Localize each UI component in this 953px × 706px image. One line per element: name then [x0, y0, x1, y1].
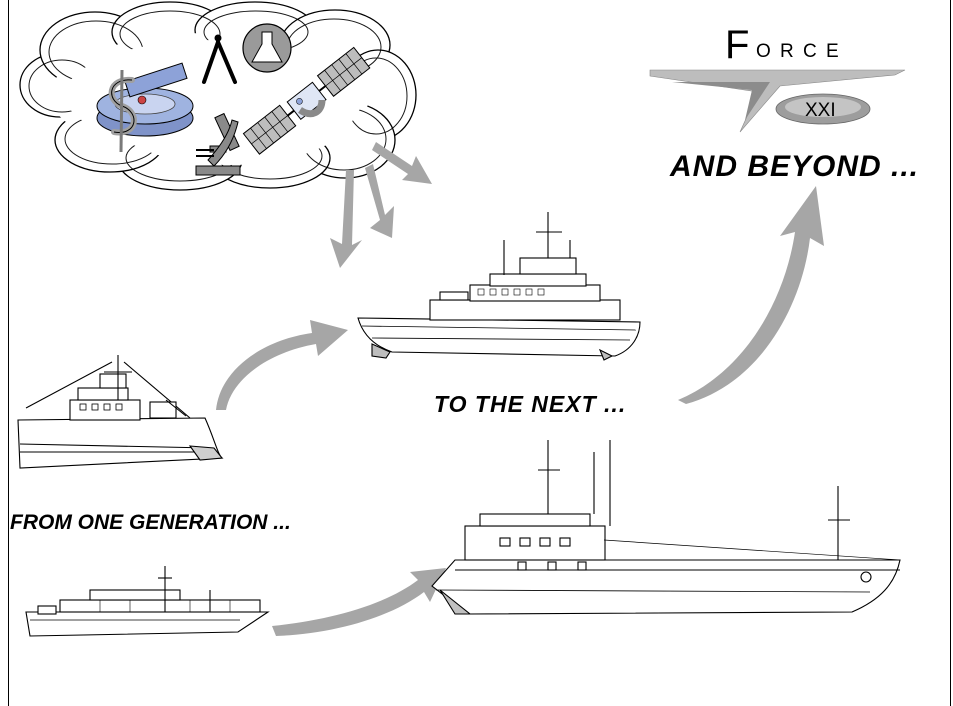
cloud-arrows [330, 142, 432, 268]
from-one-generation-caption: FROM ONE GENERATION ... [10, 511, 291, 534]
microscope-icon [195, 112, 241, 176]
logo-badge: XXI [805, 100, 836, 121]
drafting-compass-icon [202, 34, 237, 84]
frame-left-line [8, 0, 9, 706]
to-the-next-caption: TO THE NEXT ... [434, 391, 627, 417]
large-landing-ship [431, 440, 901, 615]
logo-rest-letters: O R C E [756, 41, 841, 62]
satellite-icon [242, 46, 371, 155]
frame-right-line [950, 0, 951, 706]
force-xxi-logo: F O R C E XXI [649, 23, 906, 133]
landing-craft-ship [25, 566, 270, 637]
progression-arrows [216, 186, 824, 636]
and-beyond-caption: AND BEYOND ... [670, 150, 920, 183]
old-tug-ship [17, 355, 224, 469]
modern-tug-ship [357, 212, 641, 361]
technology-cloud [19, 1, 417, 191]
logo-big-letter: F [725, 23, 749, 67]
dollar-icon [108, 69, 137, 153]
flask-icon [242, 23, 292, 73]
